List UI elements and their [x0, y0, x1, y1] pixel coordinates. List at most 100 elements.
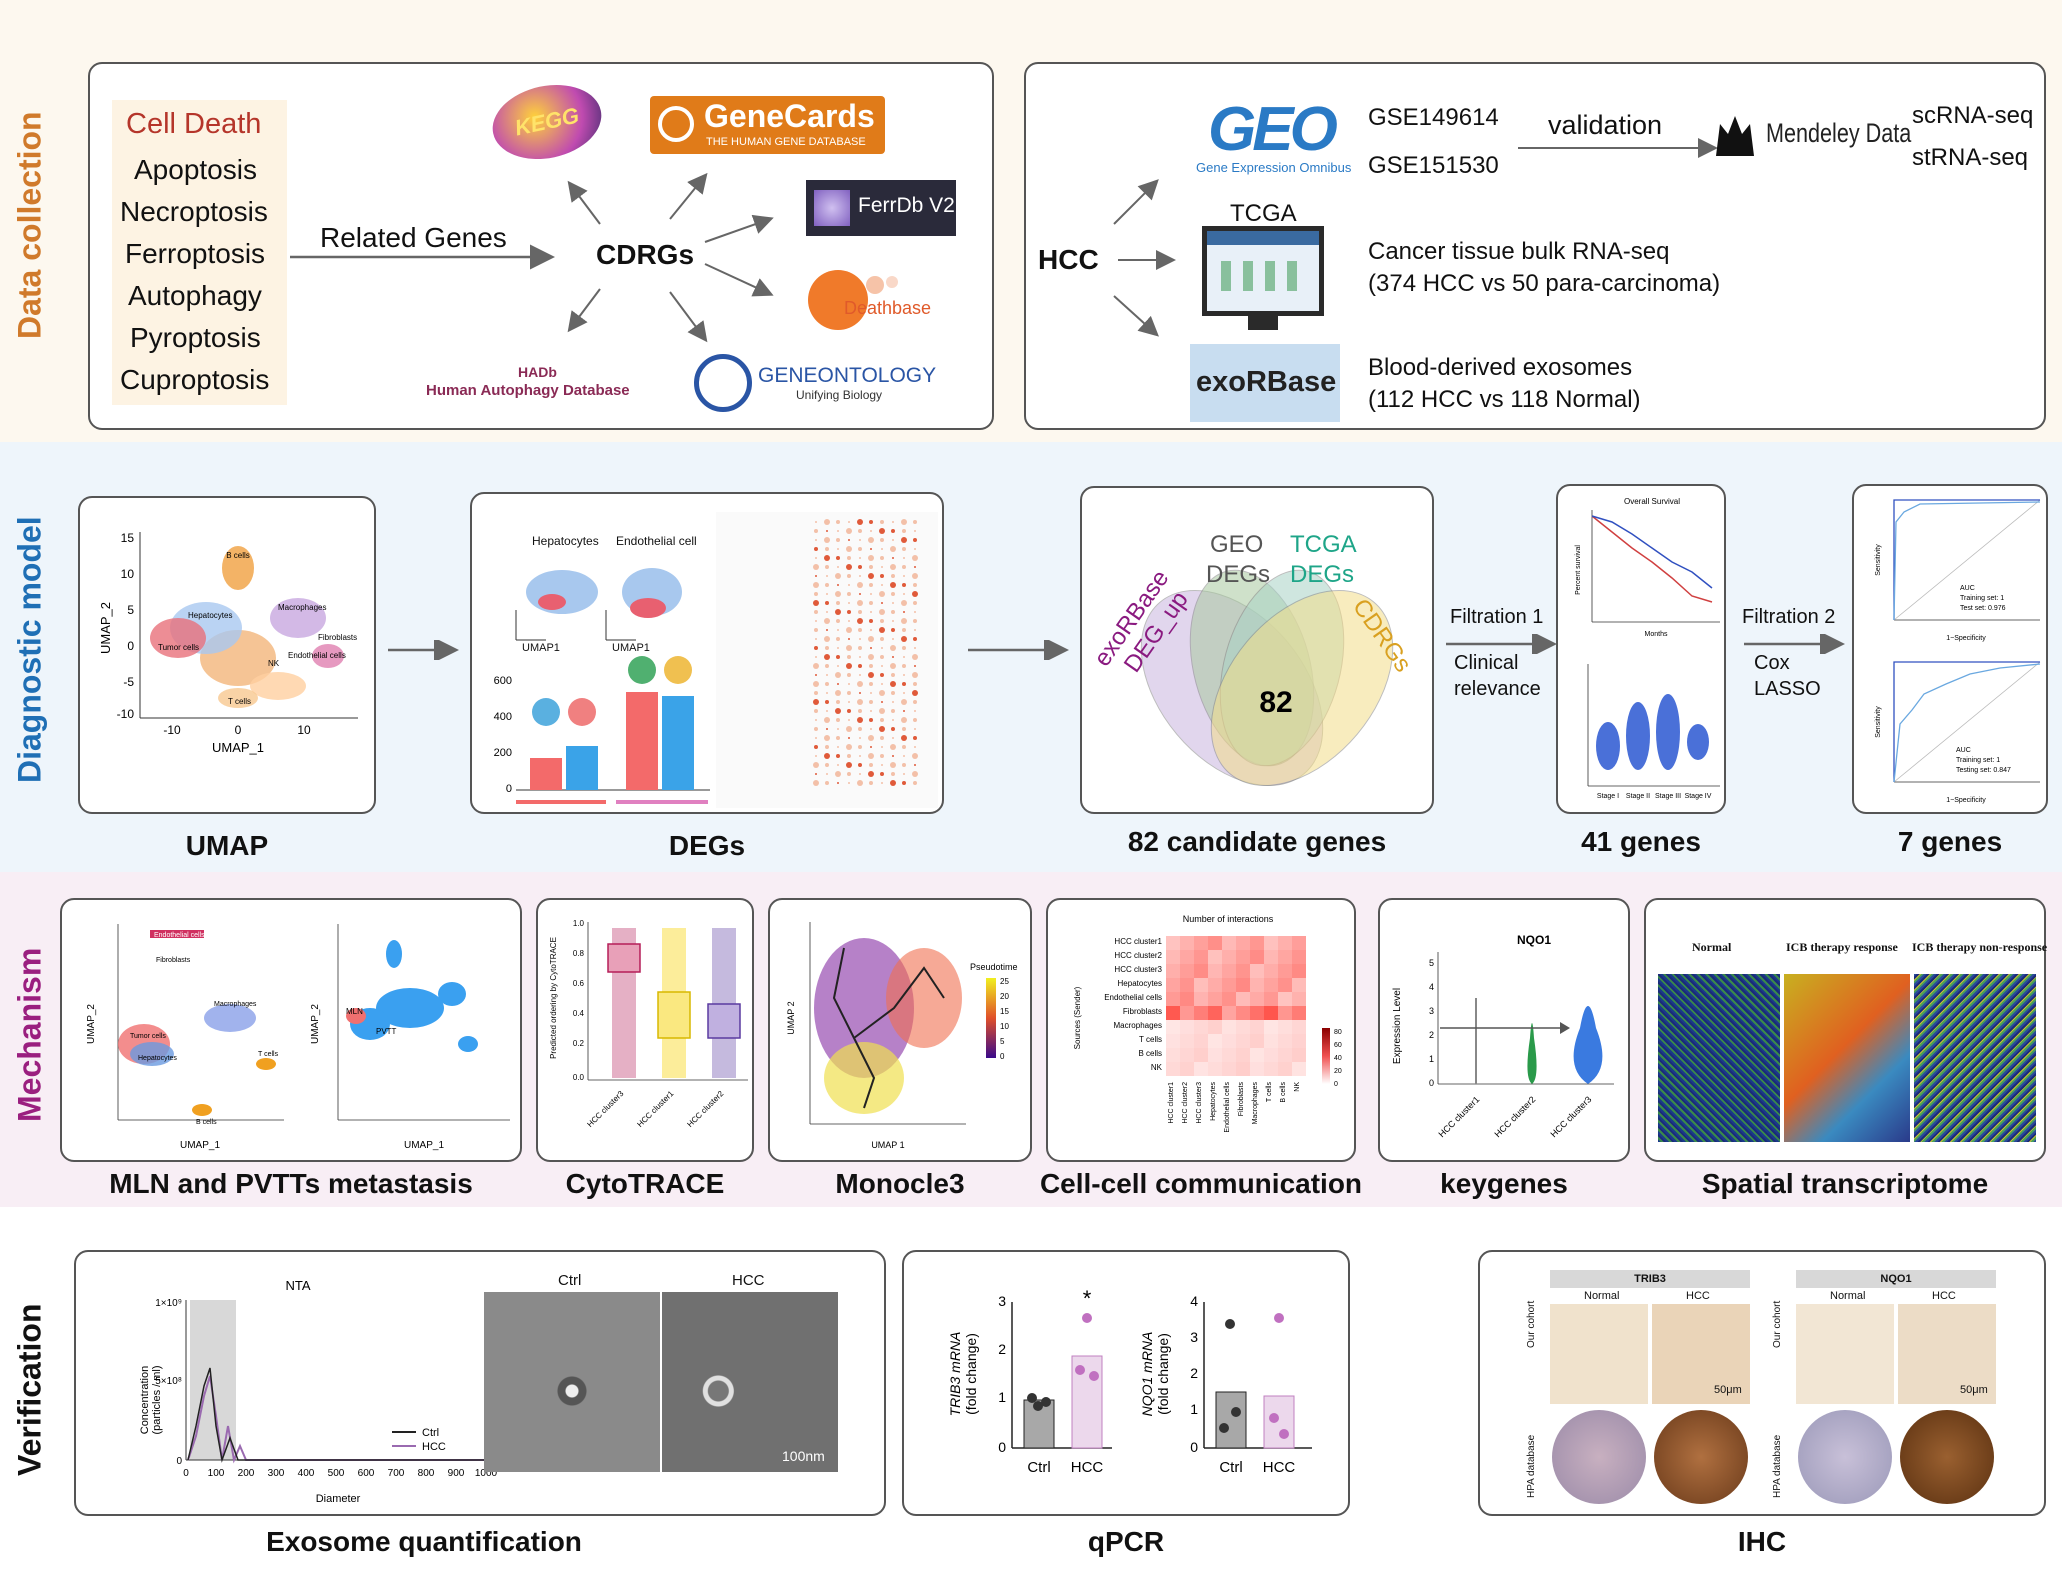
kg-ytick: 3 — [1429, 1006, 1434, 1016]
strna-label: stRNA-seq — [1912, 144, 2029, 171]
enrichment-dot — [881, 683, 883, 685]
ccc-cell — [1264, 1062, 1278, 1076]
ccc-cell — [1180, 1048, 1194, 1062]
kg-violin — [1573, 1006, 1603, 1084]
ccc-cell — [1208, 978, 1222, 992]
panel-monocle: Pseudotime 25 20 15 10 5 0 UMAP 1 UMAP 2 — [768, 898, 1032, 1162]
enrichment-dot — [869, 619, 873, 623]
qpcr-xlabel: Ctrl — [1219, 1459, 1242, 1476]
ccc-cell — [1250, 978, 1264, 992]
ccc-col: Macrophages — [1252, 1082, 1259, 1125]
enrichment-dot — [848, 620, 850, 622]
enrichment-dot — [847, 655, 851, 659]
enrichment-dot — [858, 547, 862, 551]
ccc-cell — [1292, 1006, 1306, 1020]
panel-degs: Hepatocytes Endothelial cell UMAP1 UMAP1… — [470, 492, 944, 814]
enrichment-dot — [912, 591, 918, 597]
enrichment-dot — [837, 629, 839, 631]
kegg-logo-text: KEGG — [512, 102, 582, 141]
enrichment-dot — [858, 745, 862, 749]
enrichment-dot — [914, 665, 916, 667]
cyto-group: HCC cluster1 — [635, 1089, 675, 1129]
enrichment-dot — [868, 654, 874, 660]
enrichment-dot — [836, 520, 840, 524]
kg-ytick: 2 — [1429, 1030, 1434, 1040]
umap-ytick: -10 — [117, 707, 135, 721]
km-ylabel: Percent survival — [1575, 545, 1582, 595]
enrichment-dot — [892, 602, 894, 604]
mln-xlabel: UMAP_1 — [180, 1140, 220, 1151]
ccc-cell — [1278, 964, 1292, 978]
enrichment-dot — [826, 773, 828, 775]
ccc-cell — [1264, 936, 1278, 950]
enrichment-dot — [903, 692, 905, 694]
enrichment-dot — [848, 683, 850, 685]
pseudotime-tick: 25 — [1000, 977, 1009, 986]
section-label-diagnostic: Diagnostic model — [11, 516, 48, 784]
enrichment-dot — [891, 529, 895, 533]
enrichment-dot — [846, 528, 852, 534]
umap-xtick: -10 — [163, 723, 181, 737]
roc-plot-2: AUC Training set: 1 Testing set: 0.847 S… — [1875, 661, 2041, 804]
enrichment-dot — [859, 638, 861, 640]
enrichment-dot — [914, 566, 916, 568]
caption-7genes: 7 genes — [1897, 826, 2003, 857]
ccc-col: B cells — [1280, 1082, 1287, 1103]
enrichment-dot — [835, 708, 841, 714]
ccc-legend-tick: 40 — [1334, 1055, 1342, 1062]
kg-group: HCC cluster1 — [1437, 1094, 1482, 1139]
stage-label: Stage IV — [1685, 793, 1712, 800]
enrichment-dot — [847, 691, 851, 695]
enrichment-dot — [903, 710, 905, 712]
ihc-scale: 50μm — [1960, 1384, 1988, 1396]
pseudotime-title: Pseudotime — [970, 962, 1018, 972]
deg-bar — [662, 696, 694, 790]
cell-death-item: Necroptosis — [120, 196, 268, 227]
enrichment-dot — [826, 692, 828, 694]
enrichment-dot — [880, 556, 884, 560]
ccc-cell — [1264, 1006, 1278, 1020]
ccc-cell — [1250, 936, 1264, 950]
pseudotime-tick: 5 — [1000, 1037, 1005, 1046]
enrichment-dot — [824, 555, 830, 561]
enrichment-dot — [813, 564, 819, 570]
enrichment-dot — [815, 656, 817, 658]
enrichment-dot — [815, 575, 817, 577]
ccc-cell — [1264, 1034, 1278, 1048]
umap-xtick: 0 — [235, 723, 242, 737]
roc-train: Training set: 1 — [1960, 595, 2004, 602]
ccc-cell — [1208, 1048, 1222, 1062]
enrichment-dot — [913, 637, 917, 641]
deg-pie — [568, 698, 596, 726]
enrichment-dot — [870, 692, 872, 694]
hadb-subtitle: Human Autophagy Database — [426, 382, 630, 399]
caption-candidates: 82 candidate genes — [1127, 826, 1387, 857]
ccc-cell — [1250, 1048, 1264, 1062]
roc-ylabel: Sensitivity — [1875, 544, 1882, 576]
enrichment-dot — [880, 673, 884, 677]
enrichment-dot — [815, 557, 817, 559]
enrichment-dot — [902, 583, 906, 587]
enrichment-dot — [902, 763, 906, 767]
kg-group: HCC cluster3 — [1549, 1094, 1594, 1139]
enrichment-dot — [903, 674, 905, 676]
enrichment-dot — [891, 691, 895, 695]
enrichment-dot — [879, 627, 885, 633]
tcga-monitor-icon — [1202, 226, 1324, 316]
enrichment-dot — [914, 548, 916, 550]
enrichment-dot — [892, 539, 894, 541]
ccc-col: Hepatocytes — [1210, 1082, 1217, 1121]
enrichment-dot — [837, 548, 839, 550]
ccc-row: HCC cluster2 — [1114, 951, 1162, 960]
enrichment-dot — [914, 647, 916, 649]
enrichment-dot — [825, 664, 829, 668]
enrichment-dot — [879, 690, 885, 696]
ccc-cell — [1180, 992, 1194, 1006]
ccc-cell — [1278, 936, 1292, 950]
enrichment-dot — [892, 719, 894, 721]
mln-label: Tumor cells — [130, 1033, 166, 1040]
ccc-cell — [1208, 992, 1222, 1006]
enrichment-dot — [846, 546, 852, 552]
ccc-row: T cells — [1139, 1035, 1162, 1044]
ccc-cell — [1236, 1006, 1250, 1020]
